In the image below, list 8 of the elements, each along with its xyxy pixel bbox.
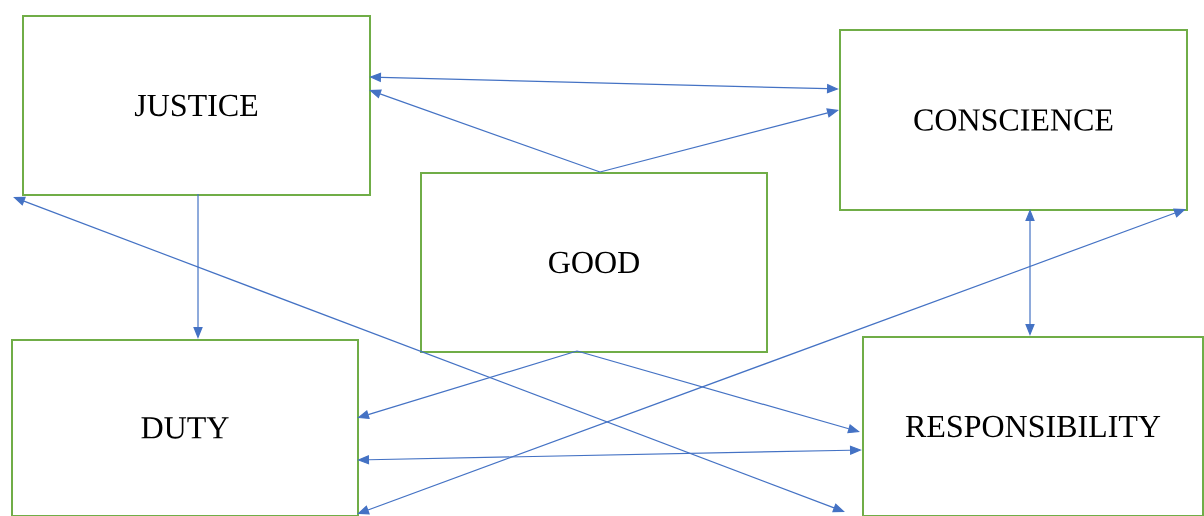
arrow [369, 89, 601, 173]
concept-box: RESPONSIBILITY [862, 336, 1204, 516]
concept-box: GOOD [420, 172, 768, 353]
concept-box: CONSCIENCE [839, 29, 1188, 211]
concept-box: DUTY [11, 339, 359, 516]
arrow [13, 196, 845, 513]
concept-box: JUSTICE [22, 15, 371, 196]
arrow [357, 208, 1186, 515]
